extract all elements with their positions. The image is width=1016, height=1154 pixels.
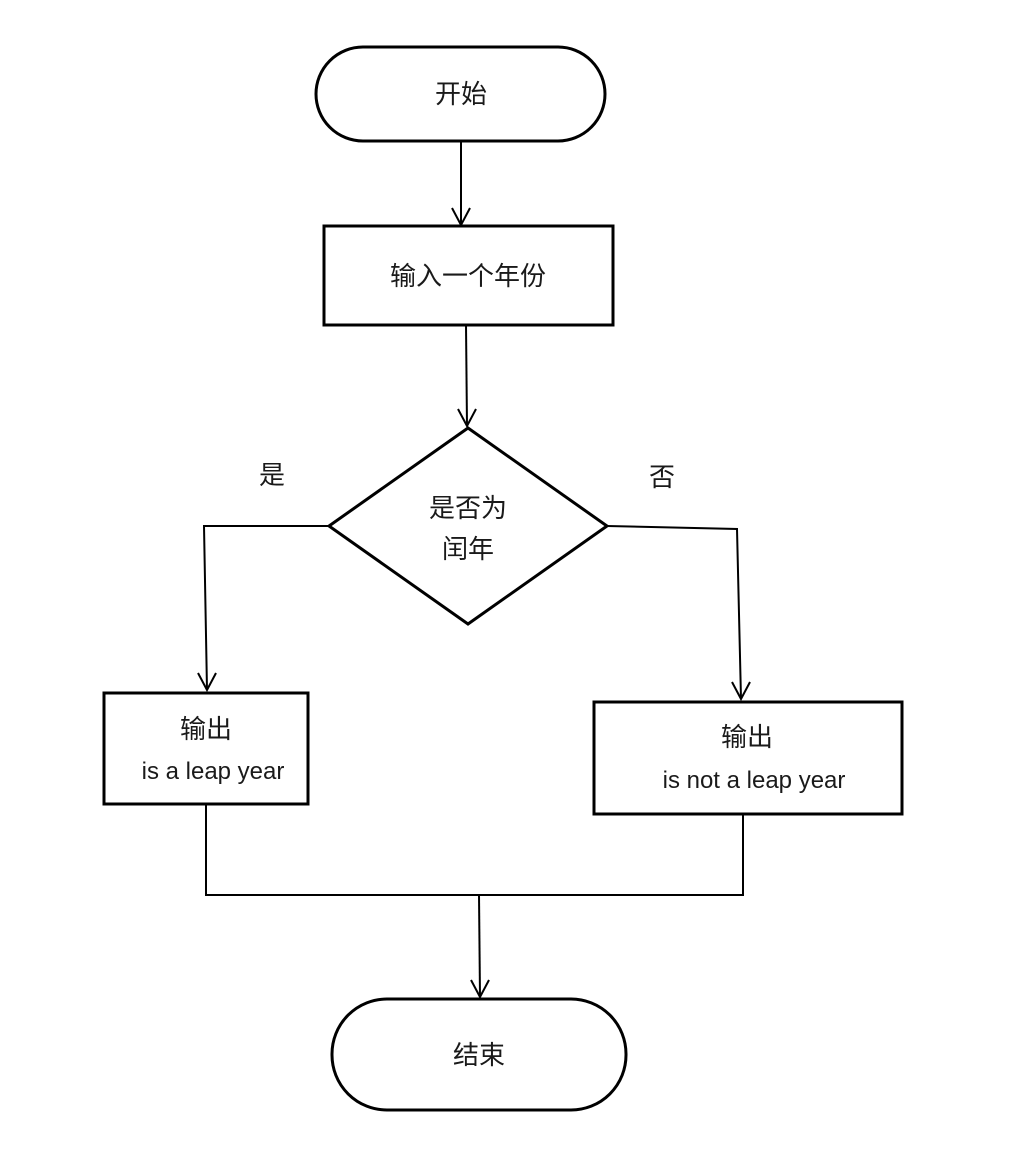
decision-label-line1: 是否为 [429, 494, 507, 524]
edge-input-to-decision [457, 324, 477, 429]
end-label: 结束 [453, 1041, 505, 1071]
edge-merge-to-end [205, 804, 744, 1000]
end-terminal: 结束 [330, 997, 628, 1112]
edge-decision-to-yes-output [197, 525, 329, 693]
start-label: 开始 [435, 80, 487, 110]
output-yes-line2: is a leap year [142, 758, 285, 785]
edge-start-to-input [451, 141, 471, 228]
start-terminal: 开始 [314, 45, 607, 143]
edge-decision-to-no-output [606, 525, 751, 702]
input-process-box: 输入一个年份 [322, 224, 615, 327]
output-not-leap-year-box: 输出 is not a leap year [592, 700, 904, 816]
decision-label-line2: 闰年 [442, 535, 494, 565]
output-yes-line1: 输出 [180, 715, 232, 745]
branch-yes-label: 是 [259, 461, 285, 491]
output-no-line1: 输出 [721, 723, 773, 753]
input-label: 输入一个年份 [390, 262, 546, 292]
branch-no-label: 否 [649, 463, 675, 493]
output-no-line2: is not a leap year [663, 767, 846, 794]
decision-diamond: 是否为 闰年 [326, 426, 610, 626]
output-leap-year-box: 输出 is a leap year [102, 691, 310, 806]
